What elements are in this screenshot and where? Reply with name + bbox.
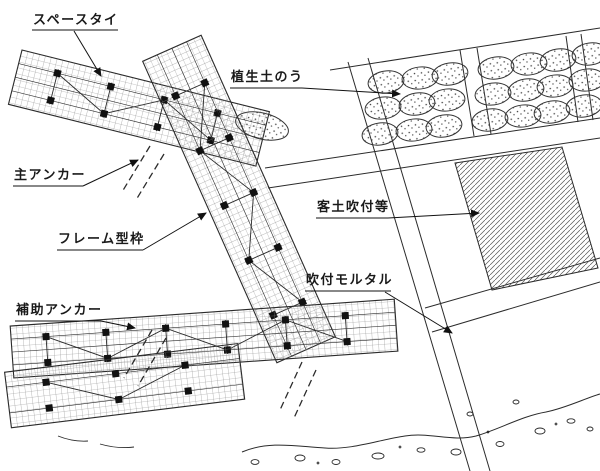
anchor-dashed-lines	[121, 145, 317, 419]
label-soil-spraying: 客土吹付等	[317, 199, 390, 214]
leader-frame-arrow	[142, 212, 207, 251]
label-space-tie: スペースタイ	[33, 12, 119, 27]
leader-main-anchor-arrow	[82, 159, 139, 187]
soil-spray-hatch-area	[454, 146, 599, 291]
leader-mortar-arrow	[384, 291, 453, 334]
leader-veg-bag-arrow	[301, 87, 401, 98]
leader-soil-spray-arrow	[387, 209, 480, 219]
space-tie-squares	[42, 361, 193, 412]
leader-lines	[13, 29, 480, 334]
ground-line	[241, 393, 600, 453]
label-auxiliary-anchor: 補助アンカー	[16, 302, 103, 317]
label-sprayed-mortar: 吹付モルタル	[306, 272, 394, 287]
label-main-anchor: 主アンカー	[14, 167, 86, 182]
ground-stones	[250, 399, 594, 465]
leader-aux-anchor-arrow	[100, 320, 136, 331]
ground-marks-left	[57, 435, 135, 449]
frame-beam-lower-left	[3, 342, 246, 429]
label-frame-formwork: フレーム型枠	[58, 231, 145, 246]
label-vegetation-soil-bag: 植生土のう	[231, 69, 304, 84]
leader-space-tie-arrow	[73, 30, 102, 77]
